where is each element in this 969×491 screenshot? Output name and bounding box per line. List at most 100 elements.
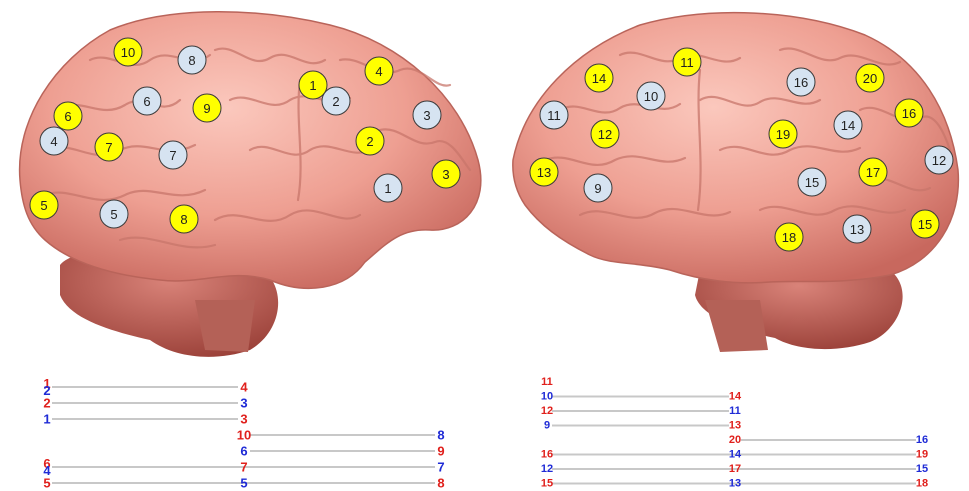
marker-label: 19 [776,127,790,142]
row-start-label: 1 [43,412,50,427]
row-end-label: 7 [437,460,444,475]
row-middle-label: 14 [729,449,742,461]
right-yellow-marker-16: 16 [895,99,923,127]
row-middle-label: 4 [240,380,248,395]
right-brain-image [513,13,959,352]
left-yellow-marker-9: 9 [193,94,221,122]
marker-label: 2 [366,134,373,149]
left-matching-row: 558 [43,476,444,491]
row-start-label: 11 [541,376,553,388]
marker-label: 9 [203,101,210,116]
left-blue-marker-3: 3 [413,101,441,129]
marker-label: 14 [592,71,606,86]
row-end-label: 16 [916,434,928,446]
marker-label: 3 [423,108,430,123]
right-yellow-marker-13: 13 [530,158,558,186]
marker-label: 8 [188,53,195,68]
row-start-label: 9 [544,420,550,432]
left-blue-marker-4: 4 [40,127,68,155]
left-yellow-marker-5: 5 [30,191,58,219]
right-blue-marker-11: 11 [540,101,568,129]
left-yellow-marker-3: 3 [432,160,460,188]
marker-label: 11 [547,108,561,123]
marker-label: 14 [841,118,855,133]
marker-label: 7 [169,148,176,163]
left-blue-marker-8: 8 [178,46,206,74]
right-matching-row: 11 [541,376,553,388]
marker-label: 15 [805,175,819,190]
row-end-label: 15 [916,463,928,475]
row-middle-label: 5 [240,476,247,491]
row-start-label: 15 [541,478,553,490]
marker-label: 12 [598,127,612,142]
left-blue-marker-5: 5 [100,200,128,228]
left-yellow-marker-8: 8 [170,205,198,233]
right-brainstem [705,300,768,352]
left-matching-row: 23 [43,396,247,411]
right-matching-row: 9 13 [544,420,741,432]
right-yellow-marker-19: 19 [769,120,797,148]
right-blue-marker-14: 14 [834,111,862,139]
left-blue-marker-7: 7 [159,141,187,169]
row-middle-label: 7 [240,460,247,475]
row-start-label: 12 [541,463,553,475]
marker-label: 2 [332,94,339,109]
left-yellow-marker-1: 1 [299,71,327,99]
right-matching-row: 121715 [541,463,928,475]
right-matching-row: 16 14 19 [541,449,928,461]
left-blue-marker-6: 6 [133,87,161,115]
row-start-label: 2 [43,396,50,411]
marker-label: 1 [384,181,391,196]
right-matching-row: 1211 [541,405,741,417]
row-middle-label: 3 [240,396,247,411]
row-middle-label: 11 [729,405,741,417]
marker-label: 5 [110,207,117,222]
left-matching-row: 13 [43,412,247,427]
row-middle-label: 14 [729,391,742,403]
right-blue-marker-13: 13 [843,215,871,243]
marker-label: 6 [64,109,71,124]
right-yellow-marker-12: 12 [591,120,619,148]
row-end-label: 9 [437,444,444,459]
marker-label: 9 [594,181,601,196]
marker-label: 6 [143,94,150,109]
row-middle-label: 13 [729,478,741,490]
row-start-label: 5 [43,476,50,491]
marker-label: 10 [644,89,658,104]
left-blue-marker-2: 2 [322,87,350,115]
marker-label: 13 [537,165,551,180]
row-middle-label: 20 [729,434,741,446]
row-middle-label: 13 [729,420,741,432]
marker-label: 20 [863,71,877,86]
right-yellow-marker-17: 17 [859,158,887,186]
row-start-label: 10 [541,391,553,403]
left-yellow-marker-10: 10 [114,38,142,66]
matchings-layer: 1242313108696477558111014121191320161614… [43,376,928,491]
marker-label: 13 [850,222,864,237]
marker-label: 5 [40,198,47,213]
marker-label: 12 [932,153,946,168]
right-blue-marker-10: 10 [637,82,665,110]
row-start-label: 16 [541,449,553,461]
right-blue-marker-15: 15 [798,168,826,196]
marker-label: 11 [680,55,694,70]
row-middle-label: 3 [240,412,247,427]
left-matching-row: 124 [43,376,248,398]
left-yellow-marker-2: 2 [356,127,384,155]
marker-label: 1 [309,78,316,93]
marker-label: 4 [375,64,382,79]
right-blue-marker-16: 16 [787,68,815,96]
marker-label: 15 [918,217,932,232]
marker-label: 18 [782,230,796,245]
row-end-label: 19 [916,449,928,461]
marker-label: 16 [902,106,916,121]
marker-label: 8 [180,212,187,227]
right-yellow-marker-15: 15 [911,210,939,238]
marker-label: 7 [105,140,112,155]
marker-label: 16 [794,75,808,90]
marker-label: 10 [121,45,135,60]
right-matching-row: 151318 [541,478,928,490]
right-yellow-marker-20: 20 [856,64,884,92]
row-middle-label: 10 [237,428,251,443]
